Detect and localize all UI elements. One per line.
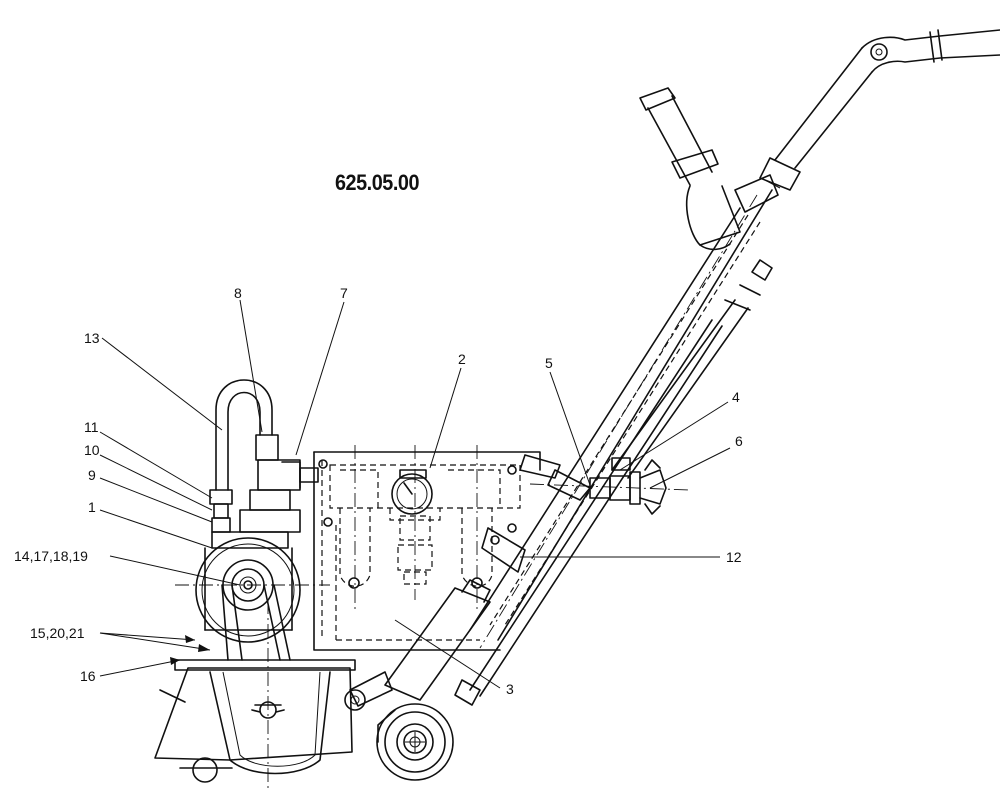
callout-3: 3	[506, 681, 514, 697]
callout-1: 1	[88, 499, 96, 515]
u-hose	[215, 379, 319, 491]
hopper-pipe	[639, 87, 741, 251]
callout-10: 10	[84, 442, 100, 458]
callout-11: 11	[84, 419, 99, 435]
callout-12: 12	[726, 549, 742, 565]
callout-9: 9	[88, 467, 96, 483]
callout-2: 2	[458, 351, 466, 367]
base-chassis	[154, 600, 356, 790]
callout-8: 8	[234, 285, 242, 301]
leader-arrowheads	[170, 635, 210, 665]
drawing-number: 625.05.00	[335, 170, 420, 195]
main-tube	[469, 174, 779, 649]
motor	[175, 537, 330, 661]
mounting-plate	[313, 451, 541, 651]
callout-14-17-18-19: 14,17,18,19	[14, 548, 88, 564]
leader-lines	[99, 299, 731, 689]
callout-5: 5	[545, 355, 553, 371]
callout-4: 4	[732, 389, 740, 405]
callout-6: 6	[735, 433, 743, 449]
filter-regulator	[329, 445, 521, 610]
return-rod	[454, 319, 723, 706]
callout-16: 16	[80, 668, 96, 684]
cylinder	[344, 579, 491, 711]
callout-7: 7	[340, 285, 348, 301]
callout-13: 13	[84, 330, 100, 346]
callout-15-20-21: 15,20,21	[30, 625, 85, 641]
rear-wheel	[376, 703, 454, 781]
callout-labels: 13 8 7 2 5 4 6 11 10 9 1 14,17,18,19 12 …	[14, 285, 743, 697]
push-handle	[759, 29, 1000, 191]
pump-head	[209, 489, 301, 549]
valve-assembly	[481, 454, 691, 573]
